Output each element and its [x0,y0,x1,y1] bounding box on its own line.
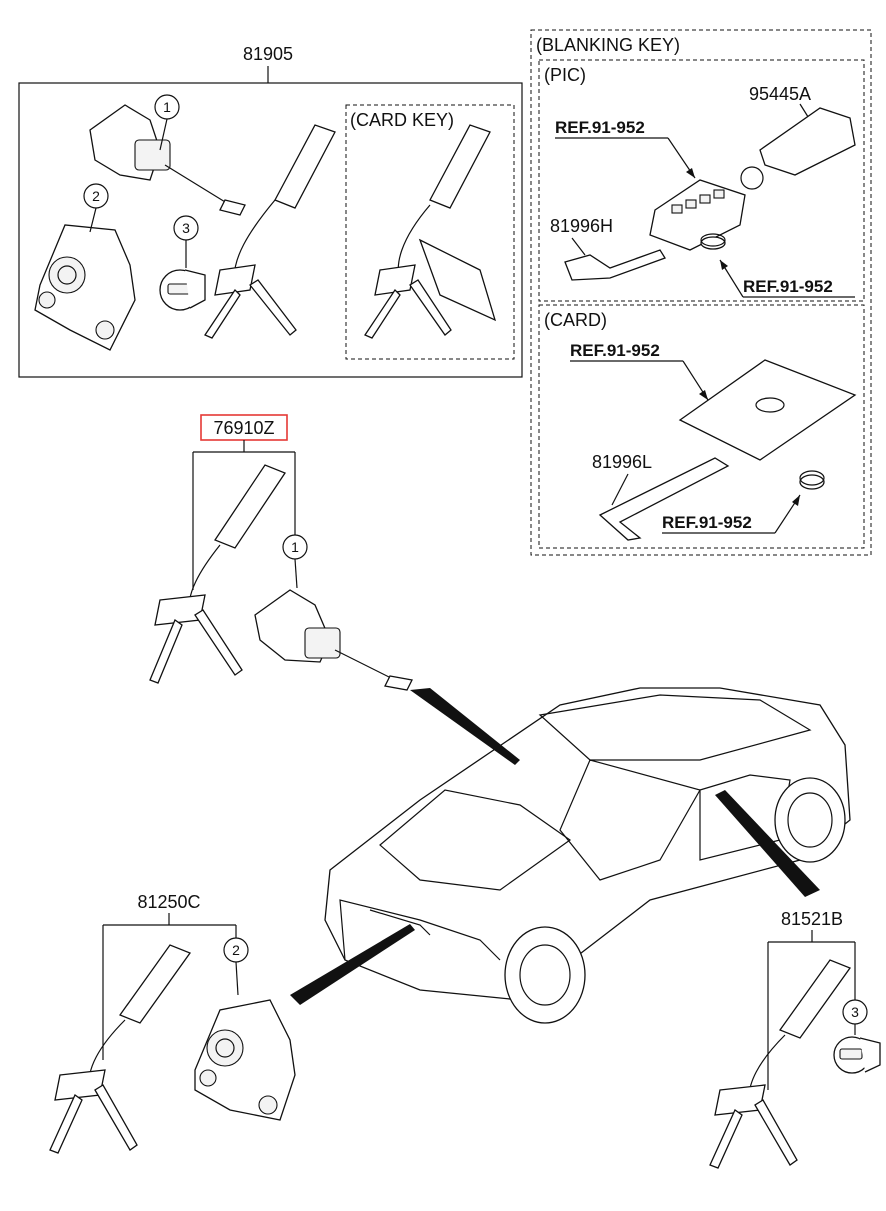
blanking-key-label: (BLANKING KEY) [536,35,680,55]
callout-2-bottom: 2 [232,942,240,958]
battery-pic-part [700,233,726,250]
key-set-mid [149,464,286,684]
callout-2-top: 2 [92,188,100,204]
card-key-part [364,124,497,339]
arrow-81250C [290,924,415,1005]
part-81250C-label: 81250C [137,892,200,912]
ref-label-pic-1: REF.91-952 [555,118,645,137]
glove-box-lock-bottom [833,1036,881,1074]
smart-key-fob-part [649,179,746,251]
callout-3-bottom: 3 [851,1004,859,1020]
arrow-81521B [715,790,820,897]
fob-cover-part [740,107,856,190]
key-set-top [204,124,336,339]
emergency-key-part [564,249,666,281]
card-key-frame [345,104,515,360]
part-81996H-label: 81996H [550,216,613,236]
part-76910Z-label: 76910Z [213,418,274,438]
assembly-81905-label: 81905 [243,44,293,64]
blanking-key-group: (BLANKING KEY) (PIC) 95445A REF.91-952 8… [530,29,872,556]
assembly-81905-group: 81905 (CARD KEY) 1 2 [18,44,523,378]
callout-1-top: 1 [163,99,171,115]
smart-card-part [678,359,857,461]
ref-label-card-1: REF.91-952 [570,341,660,360]
battery-card-part [799,470,825,490]
arrow-76910Z [410,688,520,765]
card-emergency-key-part [598,457,730,541]
card-label: (CARD) [544,310,607,330]
ref-label-card-2: REF.91-952 [662,513,752,532]
part-76910Z-group: 76910Z 1 [149,414,413,691]
vehicle-illustration [324,687,851,1024]
card-frame [538,304,865,549]
callout-3-top: 3 [182,220,190,236]
part-81521B-group: 81521B 3 [709,909,881,1169]
part-81250C-group: 81250C 2 [49,892,296,1154]
part-95445A-label: 95445A [749,84,811,104]
glove-box-lock-part [159,269,206,311]
part-81521B-label: 81521B [781,909,843,929]
tailgate-housing-part [34,224,136,351]
key-set-81521B [709,959,852,1169]
callout-1-mid: 1 [291,539,299,555]
door-lock-cylinder-part [89,104,246,216]
blanking-key-frame [530,29,872,556]
ref-label-pic-2: REF.91-952 [743,277,833,296]
key-set-81250C [49,944,192,1154]
pic-frame [538,59,865,302]
card-key-label: (CARD KEY) [350,110,454,130]
door-lock-cylinder-mid [254,589,413,691]
pic-label: (PIC) [544,65,586,85]
part-81996L-label: 81996L [592,452,652,472]
tailgate-housing-bottom [194,999,296,1121]
assembly-81905-frame [18,82,523,378]
